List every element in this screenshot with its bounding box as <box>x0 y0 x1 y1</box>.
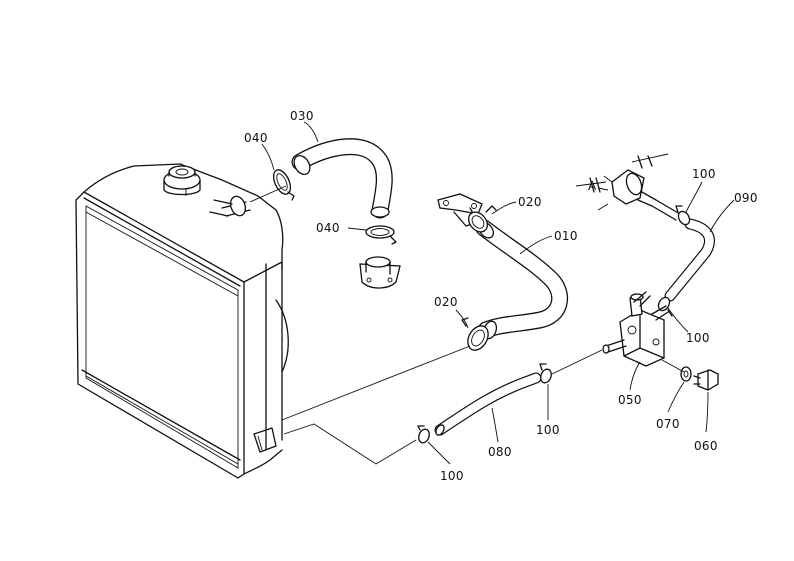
washer-070 <box>680 366 692 382</box>
radiator-cap <box>163 165 201 196</box>
label-090: 090 <box>734 191 758 205</box>
label-030: 030 <box>290 109 314 123</box>
label-020-upper: 020 <box>518 195 542 209</box>
section-arrow-a: A <box>575 177 607 193</box>
label-040-lower: 040 <box>316 221 340 235</box>
label-100-mid: 100 <box>536 423 560 437</box>
section-arrow-b <box>631 153 669 169</box>
label-100-upper: 100 <box>692 167 716 181</box>
label-060: 060 <box>694 439 718 453</box>
label-010: 010 <box>554 229 578 243</box>
thermostat-housing <box>359 256 401 289</box>
hose-clamp-040-lower <box>365 225 397 245</box>
water-hose-080 <box>434 372 542 436</box>
label-020-lower: 020 <box>434 295 458 309</box>
svg-text:A: A <box>588 179 597 193</box>
label-050: 050 <box>618 393 642 407</box>
radiator <box>75 163 289 479</box>
coolant-fitting-050 <box>602 291 669 367</box>
hose-clamp-100-mid <box>539 363 552 384</box>
hose-clamp-040-upper <box>272 169 295 201</box>
hose-clamp-100-upper <box>675 205 691 226</box>
upper-radiator-hose-030 <box>291 138 393 219</box>
hose-clamp-100-left <box>417 425 430 444</box>
label-070: 070 <box>656 417 680 431</box>
hose-clamp-020-upper <box>467 205 497 233</box>
drain-plug-060 <box>693 369 719 391</box>
lower-radiator-hose-010 <box>475 219 569 340</box>
bypass-hose-090 <box>664 218 715 302</box>
leader-lines <box>261 121 735 465</box>
hose-clamp-100-fitting <box>657 296 673 317</box>
label-040-upper: 040 <box>244 131 268 145</box>
label-080: 080 <box>488 445 512 459</box>
hose-clamp-020-lower <box>461 317 489 351</box>
label-100-left: 100 <box>440 469 464 483</box>
bypass-pipe-fitting <box>597 169 657 211</box>
label-100-fitting: 100 <box>686 331 710 345</box>
